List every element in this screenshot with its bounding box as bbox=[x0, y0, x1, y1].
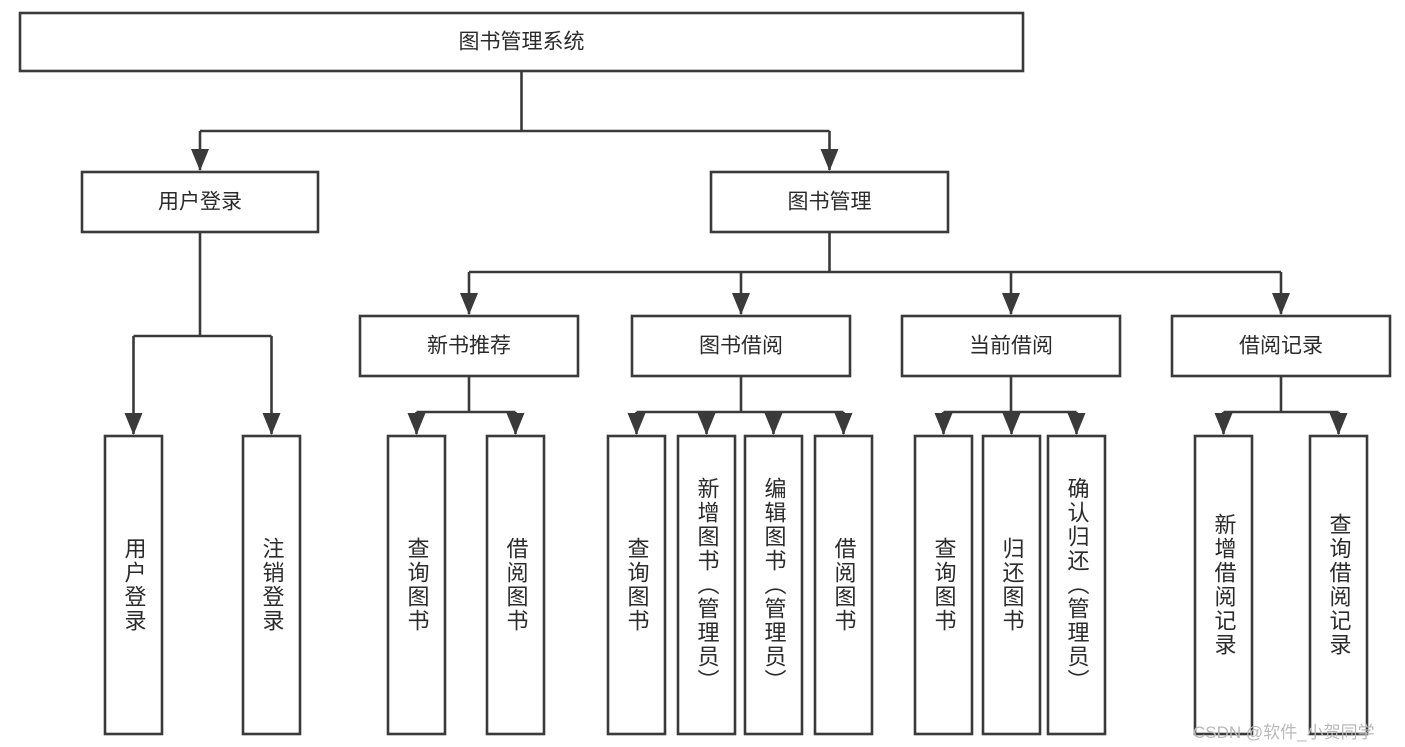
arrow-head-icon bbox=[697, 413, 716, 435]
node-box-current-borrow[interactable] bbox=[900, 314, 1122, 378]
node-box-new-book-recommend[interactable] bbox=[358, 314, 580, 378]
connector-lines bbox=[124, 71, 1348, 435]
node-label-borrow-record: 借阅记录 bbox=[1239, 335, 1323, 358]
node-box-leaf-add-record[interactable] bbox=[1193, 434, 1254, 736]
arrow-head-icon bbox=[627, 413, 646, 435]
node-box-book-borrow[interactable] bbox=[630, 314, 852, 378]
arrow-head-icon bbox=[934, 413, 953, 435]
arrow-head-icon bbox=[732, 293, 750, 315]
arrow-head-icon bbox=[1329, 413, 1348, 435]
node-box-leaf-borrow-book-2[interactable] bbox=[813, 434, 874, 736]
node-box-leaf-query-record[interactable] bbox=[1308, 434, 1369, 736]
node-box-root[interactable] bbox=[18, 11, 1025, 73]
node-box-leaf-edit-book[interactable] bbox=[743, 434, 804, 736]
node-boxes bbox=[18, 11, 1392, 736]
node-label-current-borrow: 当前借阅 bbox=[969, 335, 1053, 358]
arrow-head-icon bbox=[1272, 293, 1290, 315]
arrow-head-icon bbox=[124, 413, 143, 435]
node-label-user-login: 用户登录 bbox=[158, 191, 242, 214]
arrow-head-icon bbox=[506, 413, 525, 435]
node-box-leaf-borrow-book-1[interactable] bbox=[485, 434, 546, 736]
arrow-head-icon bbox=[834, 413, 853, 435]
node-box-leaf-query-book-2[interactable] bbox=[606, 434, 667, 736]
arrow-head-icon bbox=[1214, 413, 1233, 435]
node-box-borrow-record[interactable] bbox=[1170, 314, 1392, 378]
node-box-leaf-query-book-1[interactable] bbox=[386, 434, 447, 736]
node-label-new-book-recommend: 新书推荐 bbox=[427, 335, 511, 358]
arrow-head-icon bbox=[820, 149, 839, 171]
node-box-user-login[interactable] bbox=[80, 170, 320, 234]
node-box-leaf-user-login[interactable] bbox=[103, 434, 164, 736]
arrow-head-icon bbox=[262, 413, 281, 435]
node-label-root: 图书管理系统 bbox=[459, 31, 585, 54]
arrow-head-icon bbox=[191, 149, 209, 171]
node-box-leaf-add-book[interactable] bbox=[676, 434, 737, 736]
arrow-head-icon bbox=[1067, 413, 1086, 435]
node-box-leaf-user-logout[interactable] bbox=[241, 434, 302, 736]
watermark-text: CSDN @软件_小贺同学 bbox=[1193, 723, 1375, 742]
arrow-head-icon bbox=[1002, 293, 1020, 315]
arrow-head-icon bbox=[764, 413, 783, 435]
node-box-book-manage[interactable] bbox=[709, 170, 950, 234]
node-box-leaf-return-book[interactable] bbox=[981, 434, 1042, 736]
arrow-head-icon bbox=[407, 413, 426, 435]
node-label-book-borrow: 图书借阅 bbox=[699, 335, 783, 358]
node-box-leaf-query-book-3[interactable] bbox=[913, 434, 974, 736]
arrow-head-icon bbox=[1002, 413, 1021, 435]
arrow-head-icon bbox=[460, 293, 478, 315]
node-label-book-manage: 图书管理 bbox=[788, 191, 872, 214]
node-box-leaf-confirm-return[interactable] bbox=[1046, 434, 1107, 736]
